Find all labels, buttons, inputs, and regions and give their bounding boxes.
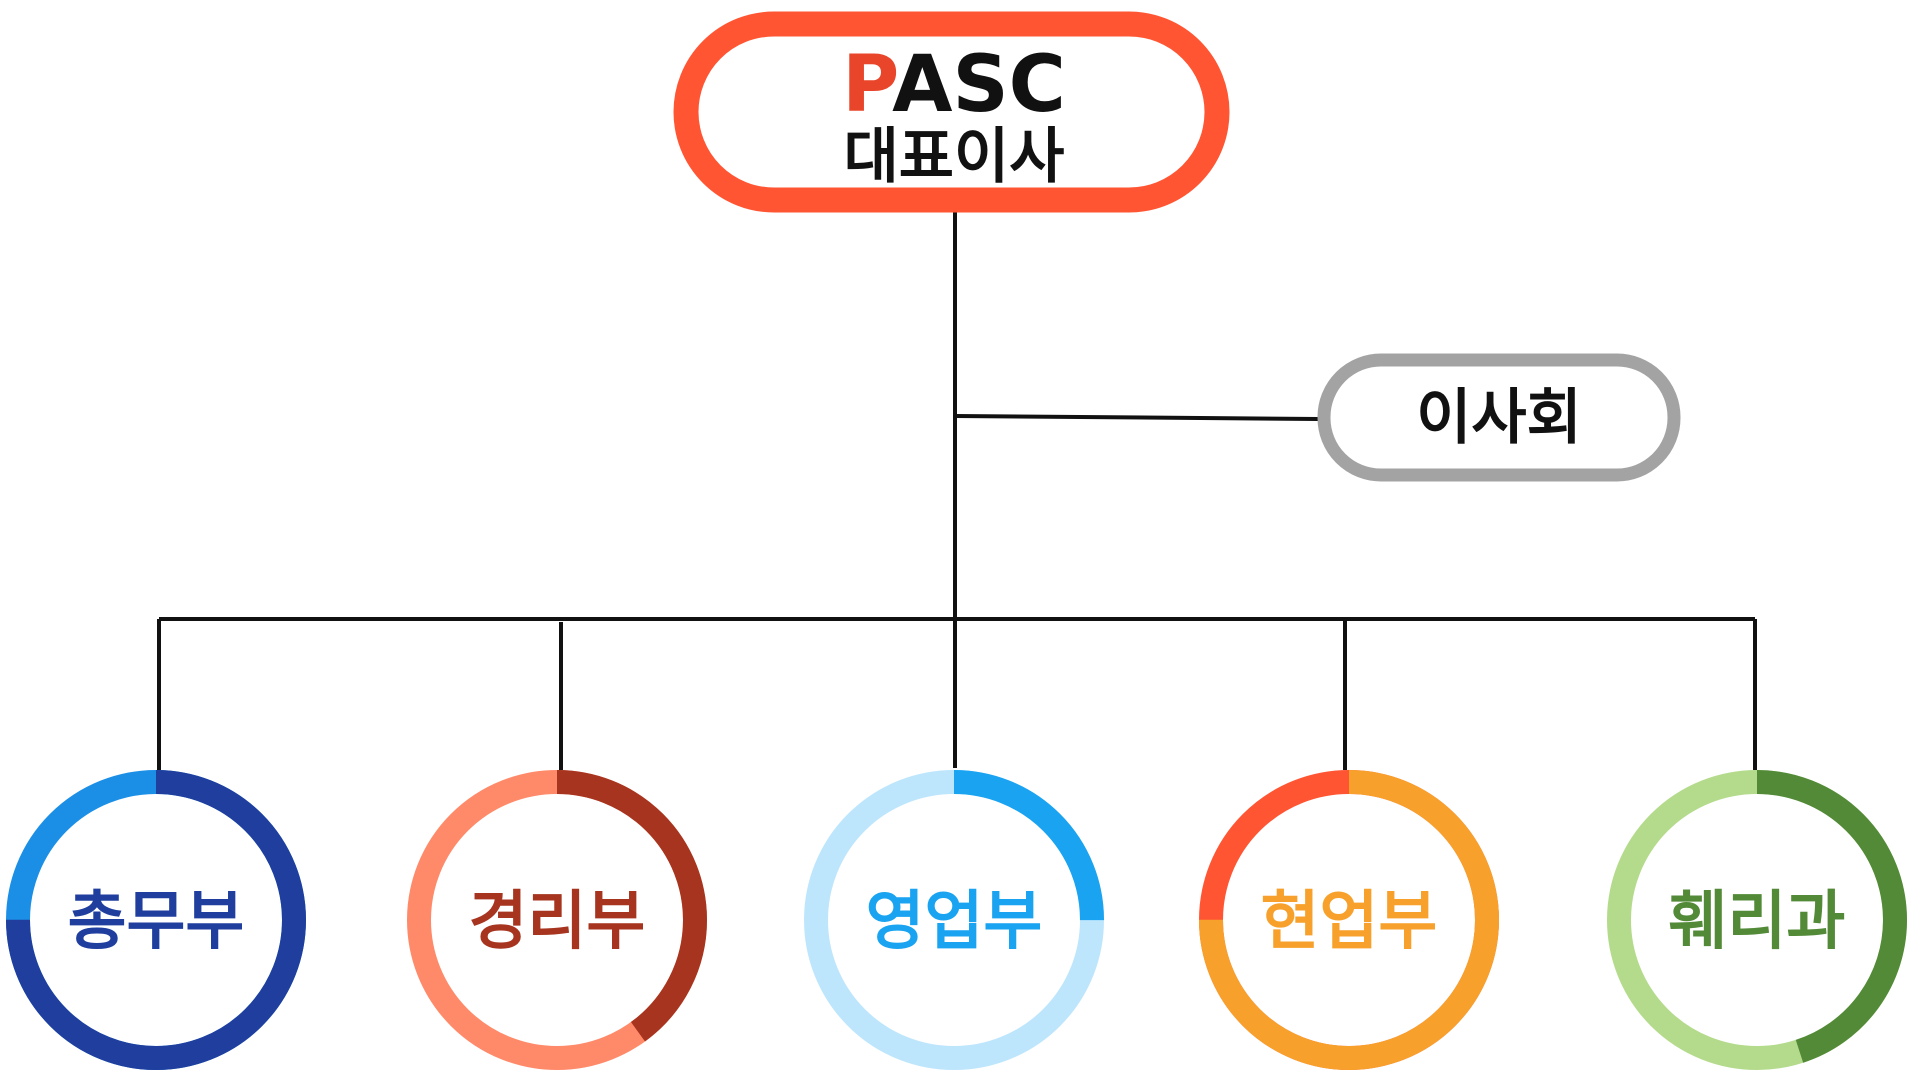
department-label: 훼리과 (1669, 885, 1846, 959)
department-ring-accent (1199, 770, 1499, 1070)
department-node: 총무부 (6, 770, 306, 1070)
board-label: 이사회 (1416, 383, 1582, 453)
department-node: 영업부 (804, 770, 1104, 1070)
ceo-node: PASC 대표이사 (673, 11, 1230, 213)
department-label: 현업부 (1261, 885, 1438, 959)
department-ring-accent (6, 770, 306, 1070)
board-node: 이사회 (1317, 353, 1681, 482)
department-nodes: 총무부 경리부 영업부 현업부 훼리과 (6, 770, 1907, 1070)
department-label: 총무부 (68, 885, 245, 959)
connectors (157, 212, 1757, 770)
department-ring-accent (804, 770, 1104, 1070)
board-branch-line (954, 414, 1319, 421)
department-ring-accent (407, 770, 707, 1070)
department-label: 영업부 (866, 885, 1043, 959)
department-label: 경리부 (469, 885, 646, 959)
ceo-node-border (673, 11, 1230, 213)
ceo-brand-initial: P (842, 40, 896, 130)
ceo-brand: PASC (842, 40, 1066, 130)
board-node-border (1317, 353, 1681, 482)
ceo-title: 대표이사 (844, 122, 1065, 192)
department-node: 경리부 (407, 770, 707, 1070)
department-node: 훼리과 (1607, 770, 1907, 1070)
department-ring-accent (1607, 770, 1907, 1070)
department-node: 현업부 (1199, 770, 1499, 1070)
ceo-brand-rest: ASC (892, 40, 1066, 130)
